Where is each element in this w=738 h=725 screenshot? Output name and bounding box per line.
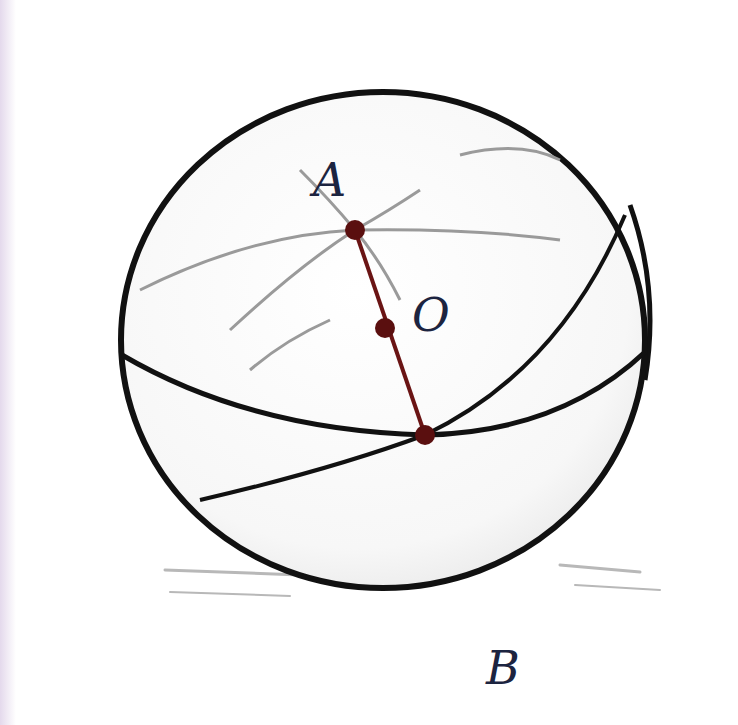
point-label: B — [486, 645, 520, 691]
point-dot — [415, 425, 435, 445]
faint-meridians — [140, 149, 560, 370]
point-label: A — [313, 157, 346, 203]
equator-circle — [122, 352, 645, 435]
center-dot — [375, 318, 395, 338]
center-label: O — [412, 292, 450, 338]
side-strip — [0, 0, 16, 725]
sphere-outline — [121, 92, 645, 588]
great-circle — [200, 215, 625, 500]
point-dot — [345, 220, 365, 240]
